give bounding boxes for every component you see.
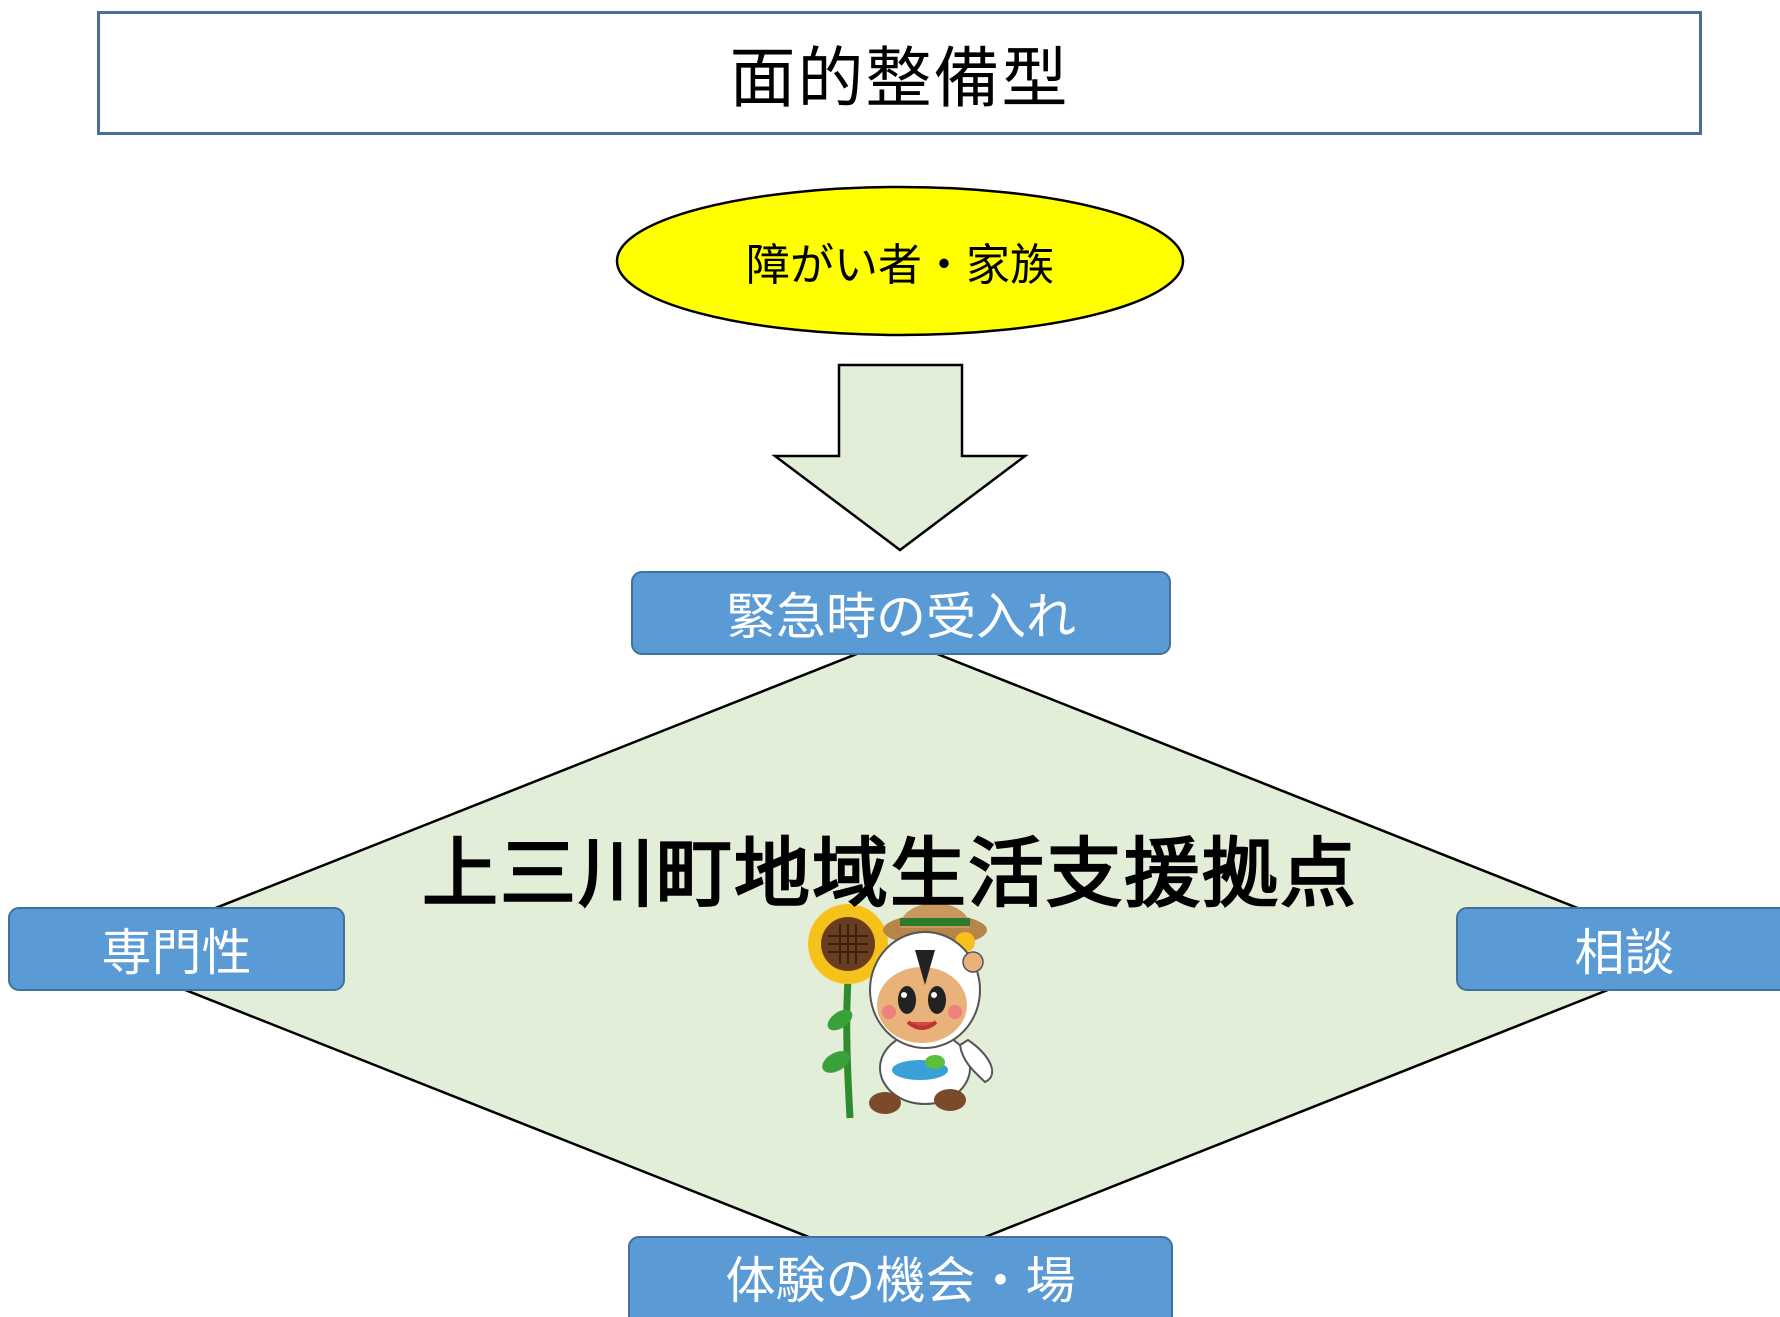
source-node-label: 障がい者・家族 (746, 240, 1054, 291)
title-box: 面的整備型 (97, 11, 1702, 135)
node-right-box (1456, 907, 1780, 991)
source-oval (615, 185, 1185, 337)
node-right-label: 相談 (1574, 924, 1675, 982)
node-bottom-label: 体験の機会・場 (725, 1252, 1076, 1310)
node-top-box (631, 571, 1171, 655)
node-bottom-box (628, 1236, 1173, 1317)
node-top-label: 緊急時の受入れ (726, 588, 1076, 646)
sunflower-mascot-icon (808, 903, 994, 1119)
page-title: 面的整備型 (729, 40, 1070, 117)
node-left-box (8, 907, 345, 991)
hub-title: 上三川町地域生活支援拠点 (422, 829, 1358, 918)
node-left-label: 専門性 (101, 924, 252, 982)
down-arrow (771, 363, 1029, 552)
